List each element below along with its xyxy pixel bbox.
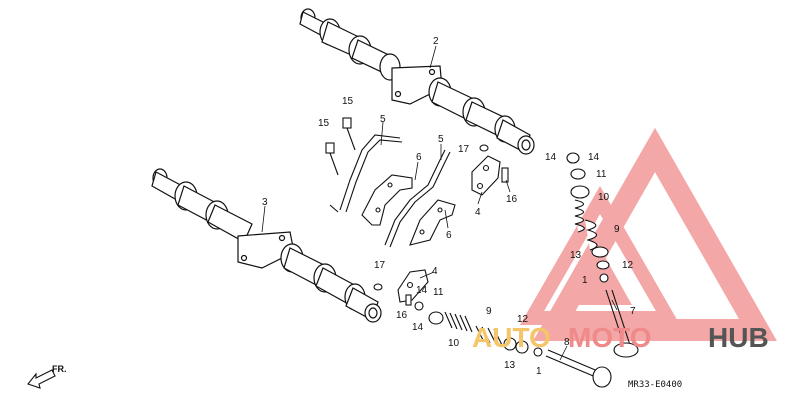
label-2: 2 <box>433 36 439 47</box>
camshaft-upper <box>299 8 535 155</box>
label-11b: 11 <box>433 287 444 298</box>
rocker-parts <box>373 144 509 306</box>
cam-chain-guides <box>325 117 456 248</box>
watermark-word-1: AUTO <box>472 322 551 353</box>
label-8: 8 <box>564 337 570 348</box>
label-13b: 13 <box>504 360 516 371</box>
label-12b: 12 <box>517 314 529 325</box>
valve-assembly-upper <box>566 152 639 358</box>
label-1b: 1 <box>536 366 542 377</box>
label-17b: 17 <box>374 260 386 271</box>
watermark-word-2: MOTO <box>568 322 651 353</box>
camshaft-lower <box>151 168 382 323</box>
label-14b: 14 <box>588 152 600 163</box>
label-16b: 16 <box>396 310 408 321</box>
label-15a: 15 <box>342 96 354 107</box>
label-16a: 16 <box>506 194 518 205</box>
label-12a: 12 <box>622 260 634 271</box>
label-5b: 5 <box>438 134 444 145</box>
label-15b: 15 <box>318 118 330 129</box>
label-1a: 1 <box>582 275 588 286</box>
label-14a: 14 <box>545 152 557 163</box>
label-13a: 13 <box>570 250 582 261</box>
valve-assembly-lower <box>414 301 612 388</box>
label-10a: 10 <box>598 192 610 203</box>
label-9a: 9 <box>614 224 620 235</box>
label-11a: 11 <box>596 169 607 180</box>
label-14c: 14 <box>416 285 428 296</box>
watermark-logo <box>519 127 777 341</box>
label-7: 7 <box>630 306 636 317</box>
label-4a: 4 <box>475 207 481 218</box>
label-4b: 4 <box>432 266 438 277</box>
watermark-text: AUTO MOTO HUB <box>472 322 769 353</box>
front-arrow-icon <box>27 369 56 389</box>
label-3: 3 <box>262 197 268 208</box>
label-17a: 17 <box>458 144 470 155</box>
leader-lines <box>261 45 618 361</box>
label-9b: 9 <box>486 306 492 317</box>
label-14d: 14 <box>412 322 424 333</box>
label-10b: 10 <box>448 338 460 349</box>
watermark-word-3: HUB <box>708 322 769 353</box>
drawing-code: MR33-E0400 <box>628 380 682 390</box>
label-5a: 5 <box>380 114 386 125</box>
front-label: FR. <box>52 364 67 374</box>
label-6b: 6 <box>446 230 452 241</box>
label-6a: 6 <box>416 152 422 163</box>
front-direction-marker: FR. <box>27 364 67 389</box>
part-labels: 2 3 15 15 5 5 6 6 17 4 16 14 14 11 10 9 … <box>262 36 636 377</box>
